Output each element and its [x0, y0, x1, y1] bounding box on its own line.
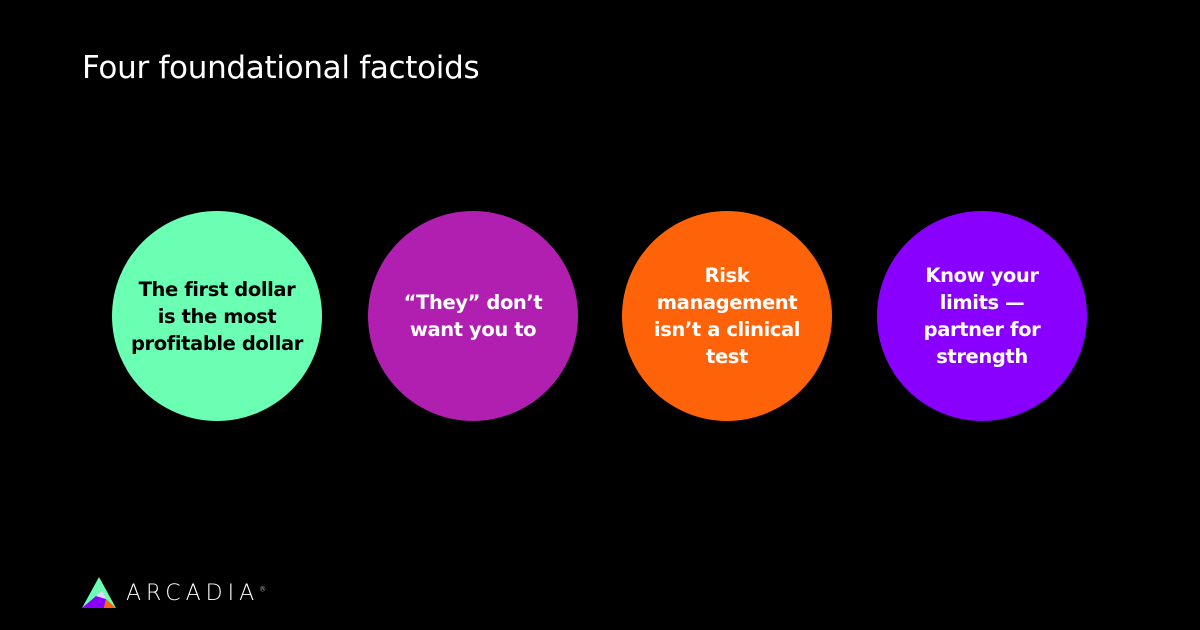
arcadia-mark-icon: [82, 577, 116, 608]
factoid-text: The first dollar is the most profitable …: [131, 277, 303, 355]
page-title: Four foundational factoids: [82, 50, 480, 86]
factoid-circle-4: Know your limits — partner for strength: [877, 211, 1087, 421]
arcadia-logo: ARCADIA®: [82, 577, 266, 609]
factoid-circle-2: “They” don’t want you to: [368, 211, 578, 421]
factoid-circle-1: The first dollar is the most profitable …: [112, 211, 322, 421]
factoid-circle-3: Risk management isn’t a clinical test: [622, 211, 832, 421]
factoid-text: Risk management isn’t a clinical test: [653, 264, 801, 368]
registered-mark: ®: [259, 585, 267, 594]
logo-name: ARCADIA: [126, 580, 260, 606]
factoid-text: “They” don’t want you to: [403, 291, 543, 341]
factoid-text: Know your limits — partner for strength: [923, 264, 1041, 368]
